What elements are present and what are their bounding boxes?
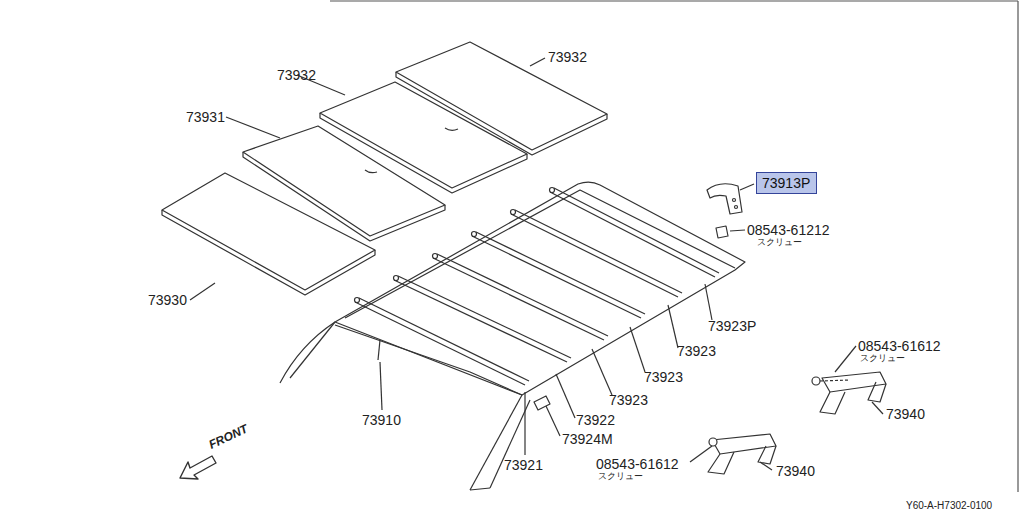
- callout-number: 73924M: [562, 432, 613, 446]
- highlight-box: 73913P: [756, 172, 817, 194]
- callout-number: 73910: [362, 413, 401, 427]
- callout-number: 73922: [576, 413, 615, 427]
- callout-number: 73931: [186, 110, 225, 124]
- callout-number: スクリュー: [860, 354, 905, 363]
- direction-label: FRONT: [207, 423, 250, 451]
- callout-number: 73930: [148, 293, 187, 307]
- callout-number: 73923: [644, 370, 683, 384]
- callout-number: スクリュー: [757, 238, 802, 247]
- callout-number: 73932: [277, 68, 316, 82]
- callout-number: 73940: [886, 407, 925, 421]
- callout-number: 08543-61612: [858, 339, 941, 353]
- callout-number: 73932: [548, 50, 587, 64]
- callout-number: 73913P: [762, 176, 811, 190]
- callout-number: Y60-A-H7302-0100: [906, 501, 992, 511]
- callout-number: 73923P: [708, 319, 756, 333]
- callout-number: 73940: [776, 464, 815, 478]
- callout-number: 08543-61212: [747, 223, 830, 237]
- callout-number: スクリュー: [598, 472, 643, 481]
- callout-number: 73921: [504, 458, 543, 472]
- callout-number: 73923: [609, 393, 648, 407]
- callout-number: 73923: [677, 344, 716, 358]
- callout-number: 08543-61612: [596, 457, 679, 471]
